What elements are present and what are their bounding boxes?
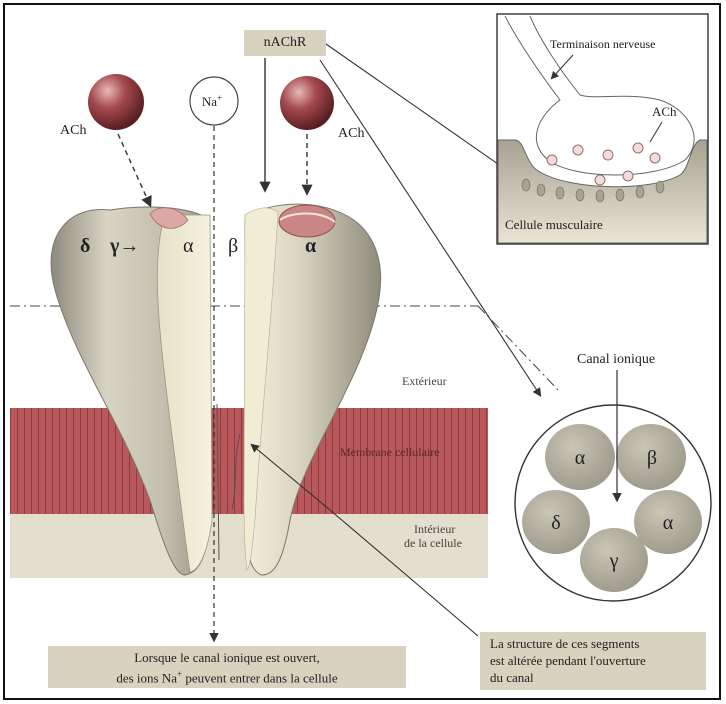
channel-beta-label: β [647,447,657,469]
caption-open-line2-post: peuvent entrer dans la cellule [182,670,338,685]
caption-segment-line3: du canal [490,669,696,686]
caption-segment-line2: est altérée pendant l'ouverture [490,652,696,669]
subunit-alpha-left-label: α [183,235,194,257]
channel-alpha2-label: α [663,512,674,534]
caption-open-line2-pre: des ions Na [116,670,177,685]
caption-open-line2: des ions Na+ peuvent entrer dans la cell… [58,666,396,686]
ach-left-arrow [118,134,150,205]
interior-label: Intérieur de la cellule [404,522,462,550]
subunit-alpha-right-label: α [305,235,316,257]
channel-gamma-label: γ [609,550,619,572]
muscle-cell-label: Cellule musculaire [505,217,603,233]
subunit-beta-label: β [228,235,238,257]
nerve-ending-label: Terminaison nerveuse [550,37,655,52]
caption-open-channel: Lorsque le canal ionique est ouvert, des… [48,646,406,688]
caption-segment-line1: La structure de ces segments [490,635,696,652]
ach-molecule-left [88,74,144,130]
inset-ach-label: ACh [652,104,677,120]
channel-alpha1-label: α [575,447,586,469]
caption-open-line1: Lorsque le canal ionique est ouvert, [58,649,396,666]
interior-label-line1: Intérieur [404,522,462,536]
ach-binding-site-right [279,205,335,237]
nachr-label: nAChR [244,30,326,56]
caption-segment-structure: La structure de ces segments est altérée… [480,632,706,690]
membrane-label: Membrane cellulaire [340,445,440,460]
channel-delta-label: δ [551,512,560,534]
subunit-gamma-label: γ→ [109,235,139,257]
channel-title: Canal ionique [577,352,655,368]
interior-label-line2: de la cellule [404,536,462,550]
exterior-label: Extérieur [402,374,447,389]
ach-left-label: ACh [60,123,86,139]
ach-right-label: ACh [338,126,364,142]
ach-molecule-right [280,76,334,130]
subunit-delta-label: δ [80,235,90,257]
